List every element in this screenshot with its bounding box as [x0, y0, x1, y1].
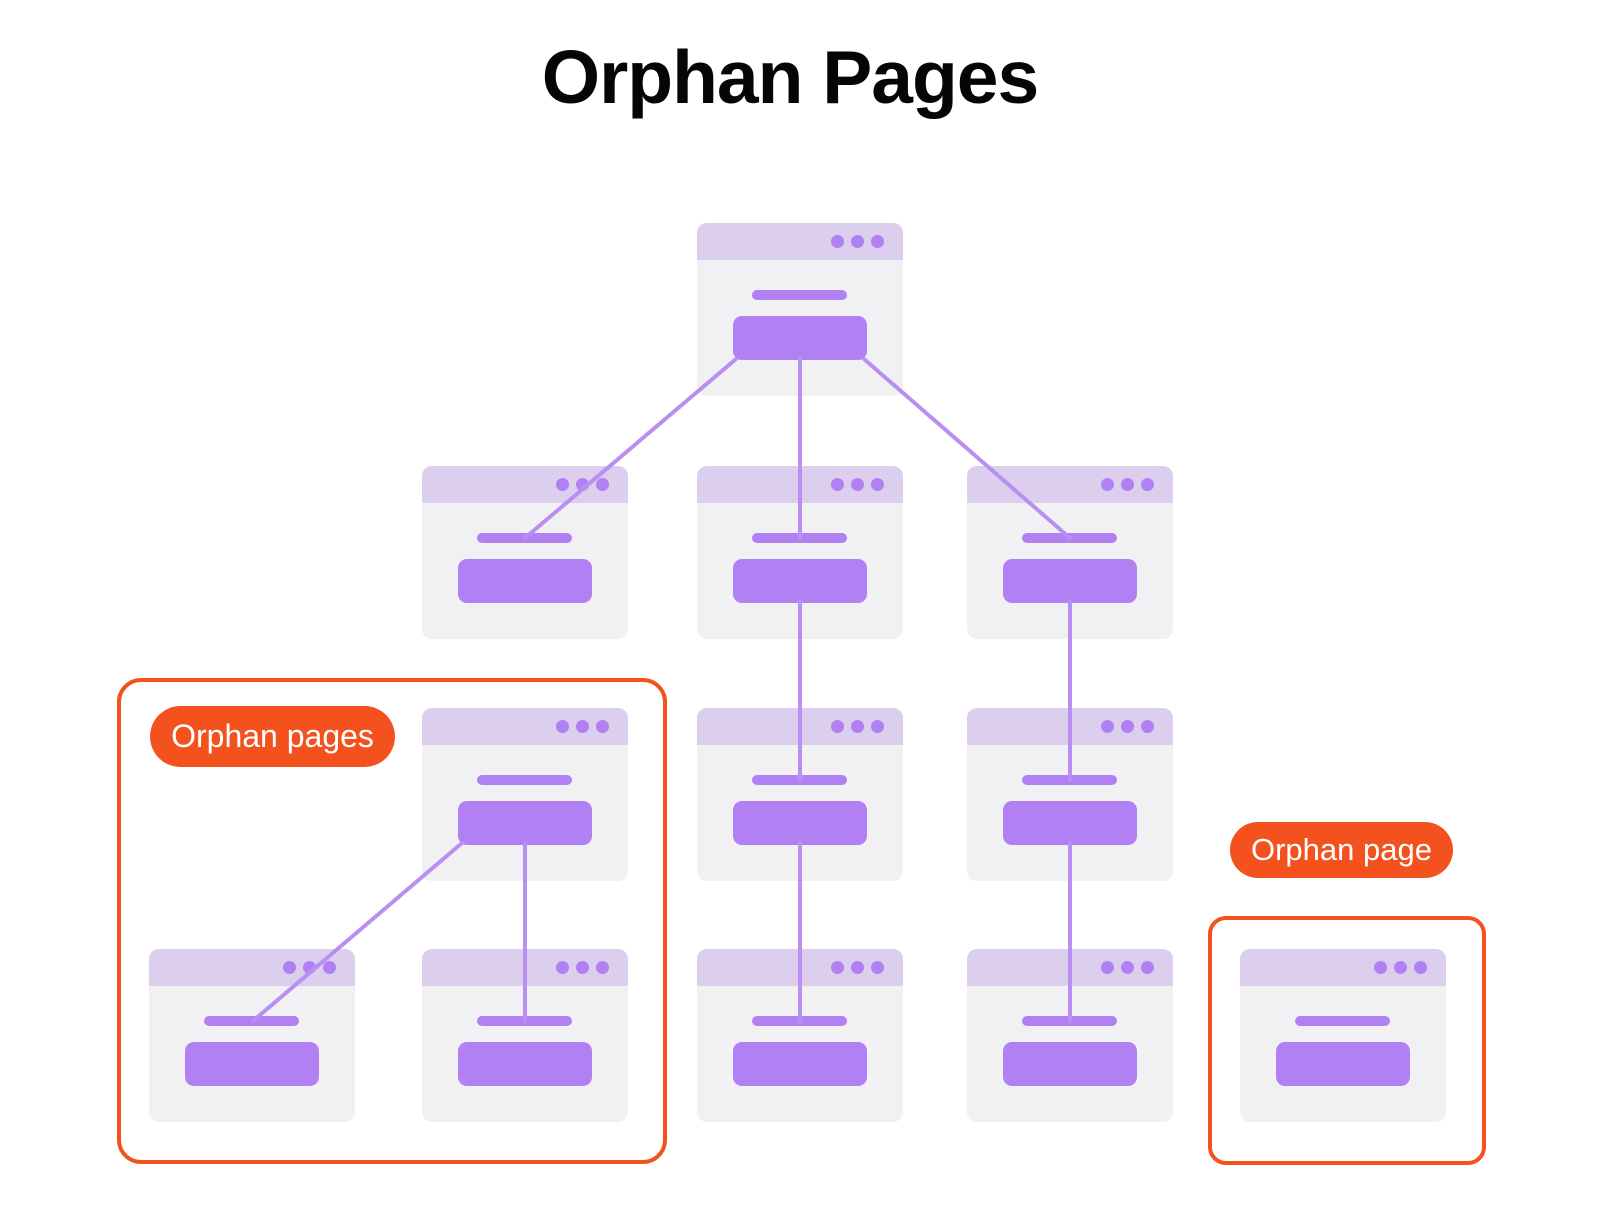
browser-bar [697, 223, 903, 260]
page-content-block [733, 559, 867, 603]
browser-bar [697, 949, 903, 986]
page-title-placeholder [752, 533, 847, 543]
page-title-placeholder [1295, 1016, 1390, 1026]
window-dots-icon [1101, 720, 1154, 733]
page-title-placeholder [477, 775, 572, 785]
window-dot-icon [1101, 478, 1114, 491]
orphan-pages-label: Orphan pages [150, 706, 395, 767]
window-dot-icon [831, 235, 844, 248]
window-dots-icon [556, 720, 609, 733]
page-content-block [733, 316, 867, 360]
window-dots-icon [831, 720, 884, 733]
browser-bar [422, 708, 628, 745]
window-dots-icon [831, 235, 884, 248]
page-title-placeholder [1022, 1016, 1117, 1026]
page-content-block [1003, 559, 1137, 603]
window-dots-icon [1101, 478, 1154, 491]
window-dots-icon [831, 478, 884, 491]
window-dot-icon [851, 235, 864, 248]
level2-center-page [697, 466, 903, 639]
page-title-placeholder [1022, 775, 1117, 785]
window-dot-icon [556, 961, 569, 974]
page-content-block [1276, 1042, 1410, 1086]
window-dot-icon [831, 961, 844, 974]
page-content-block [1003, 1042, 1137, 1086]
window-dot-icon [871, 961, 884, 974]
window-dots-icon [556, 478, 609, 491]
page-content-block [458, 1042, 592, 1086]
browser-bar [697, 708, 903, 745]
browser-bar [422, 466, 628, 503]
window-dot-icon [1141, 720, 1154, 733]
browser-bar [967, 949, 1173, 986]
window-dot-icon [576, 478, 589, 491]
page-title-placeholder [752, 290, 847, 300]
window-dot-icon [851, 720, 864, 733]
page-content-block [185, 1042, 319, 1086]
orphan-single-page [1240, 949, 1446, 1122]
window-dot-icon [556, 720, 569, 733]
window-dot-icon [1394, 961, 1407, 974]
window-dot-icon [871, 478, 884, 491]
window-dot-icon [871, 720, 884, 733]
page-title-placeholder [1022, 533, 1117, 543]
window-dot-icon [851, 961, 864, 974]
level3-right-page [967, 708, 1173, 881]
level4-center-page [697, 949, 903, 1122]
page-content-block [458, 559, 592, 603]
browser-bar [1240, 949, 1446, 986]
window-dot-icon [871, 235, 884, 248]
window-dot-icon [596, 478, 609, 491]
window-dot-icon [596, 961, 609, 974]
window-dots-icon [1101, 961, 1154, 974]
window-dot-icon [1121, 961, 1134, 974]
page-title: Orphan Pages [541, 35, 1039, 119]
orphan-single-outline [1208, 916, 1486, 1165]
window-dot-icon [596, 720, 609, 733]
level4-right-page [967, 949, 1173, 1122]
window-dot-icon [576, 720, 589, 733]
orphan-group-outline [117, 678, 667, 1164]
window-dot-icon [1141, 478, 1154, 491]
page-content-block [733, 1042, 867, 1086]
browser-bar [967, 708, 1173, 745]
window-dots-icon [831, 961, 884, 974]
window-dot-icon [851, 478, 864, 491]
page-title-placeholder [752, 1016, 847, 1026]
window-dot-icon [1121, 478, 1134, 491]
window-dot-icon [1101, 720, 1114, 733]
window-dot-icon [1121, 720, 1134, 733]
window-dot-icon [1141, 961, 1154, 974]
page-content-block [733, 801, 867, 845]
window-dot-icon [831, 478, 844, 491]
window-dots-icon [1374, 961, 1427, 974]
page-title-placeholder [477, 533, 572, 543]
browser-bar [697, 466, 903, 503]
page-content-block [458, 801, 592, 845]
level2-right-page [967, 466, 1173, 639]
orphan-page-label: Orphan page [1230, 822, 1453, 878]
level3-center-page [697, 708, 903, 881]
level2-left-page [422, 466, 628, 639]
page-content-block [1003, 801, 1137, 845]
window-dot-icon [1101, 961, 1114, 974]
window-dot-icon [1374, 961, 1387, 974]
page-title-placeholder [752, 775, 847, 785]
root-page [697, 223, 903, 396]
browser-bar [967, 466, 1173, 503]
window-dot-icon [831, 720, 844, 733]
window-dot-icon [1414, 961, 1427, 974]
window-dot-icon [556, 478, 569, 491]
window-dot-icon [576, 961, 589, 974]
window-dots-icon [556, 961, 609, 974]
